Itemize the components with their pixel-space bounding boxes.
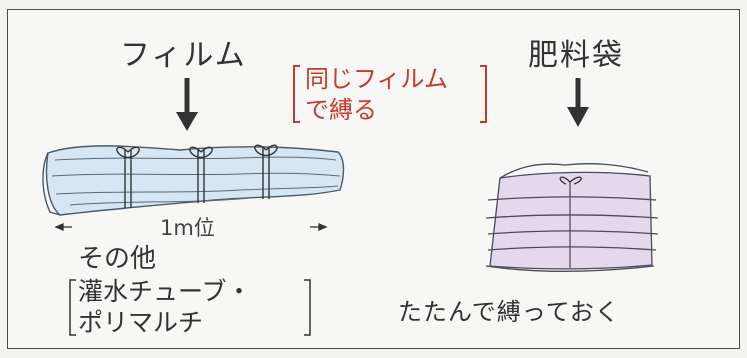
- bag-caption: たたんで縛っておく: [398, 298, 620, 326]
- other-title: その他: [78, 244, 157, 274]
- bag-down-arrow: [567, 78, 589, 127]
- tie-note-line1: 同じフィルム: [305, 65, 449, 93]
- length-arrows: [54, 223, 328, 231]
- other-brackets: [69, 279, 311, 336]
- length-label: 1m位: [160, 216, 215, 240]
- other-item-tube: 灌水チューブ・: [78, 277, 252, 306]
- bag-label: 肥料袋: [528, 38, 624, 73]
- film-roll: [42, 144, 345, 216]
- tie-note: 同じフィルム で縛る: [305, 64, 448, 126]
- other-items: 灌水チューブ・ ポリマルチ: [78, 276, 252, 338]
- film-label: フィルム: [120, 38, 247, 73]
- film-down-arrow: [176, 78, 198, 131]
- note-brackets: [293, 65, 487, 123]
- folded-bags: [485, 163, 659, 272]
- tie-note-line2: で縛る: [305, 96, 377, 124]
- other-item-mulch: ポリマルチ: [78, 308, 204, 337]
